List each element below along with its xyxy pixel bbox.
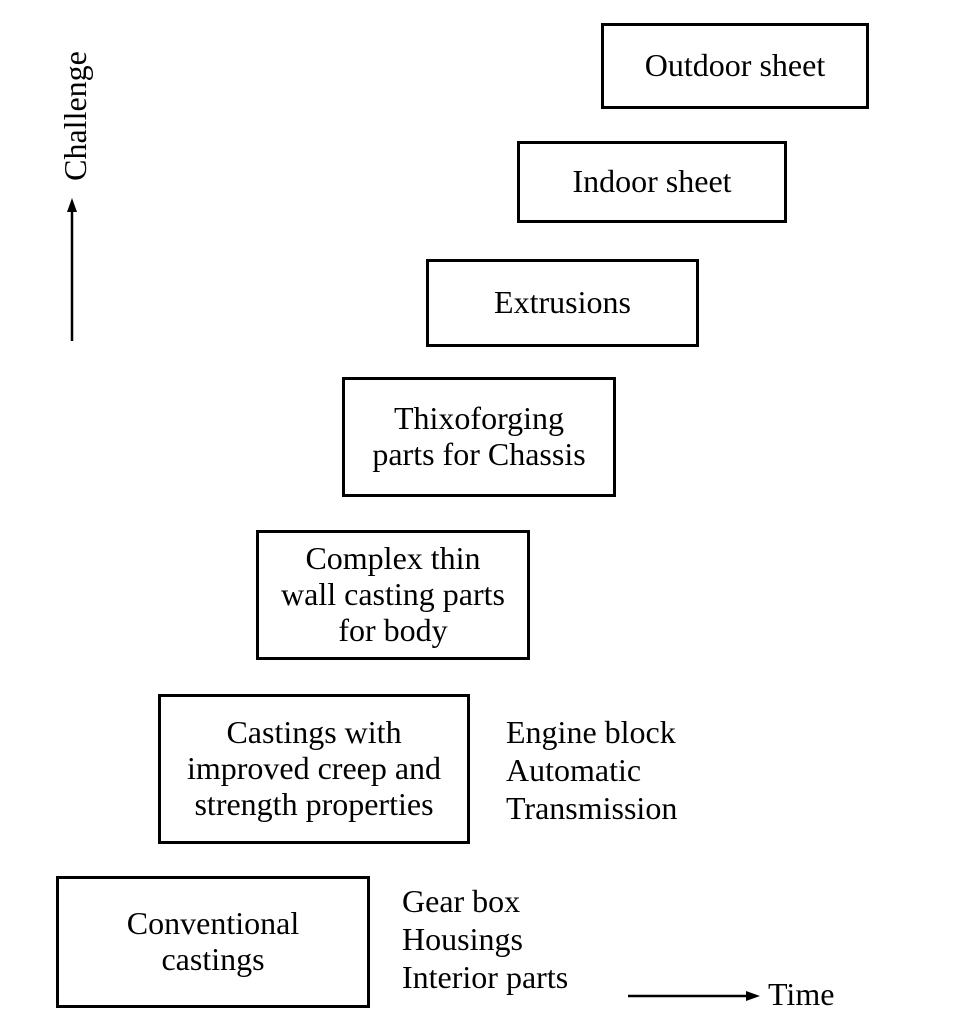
stage-label: Indoor sheet [572,163,732,200]
stage-label-line-1: Castings with [226,714,402,751]
note-line: Interior parts [402,958,569,995]
note-line: Gear box [402,883,521,919]
note-line: Transmission [506,789,678,826]
stage-box-outdoor-sheet: Outdoor sheet [601,23,869,109]
stage-box-complex-thin-wall: Complex thin wall casting parts for body [256,530,530,660]
stage-label-line-1: Conventional [126,905,300,942]
note-line: Engine block [506,714,676,750]
stage-label-line-1: Thixoforging [393,400,565,437]
note-improved-castings: Engine block Automatic Transmission [506,714,677,827]
stage-label-line-2: wall casting parts [281,576,505,613]
stage-label-line-2: parts for Chassis [372,436,586,472]
y-axis-label: Challenge [57,51,93,181]
stage-label: Outdoor sheet [644,47,826,84]
y-axis-arrow [67,198,77,341]
stage-box-thixoforging: Thixoforging parts for Chassis [342,377,616,497]
note-line: Housings [402,920,523,957]
x-axis-label: Time [768,976,835,1012]
stage-box-indoor-sheet: Indoor sheet [517,141,787,223]
stage-label-line-3: for body [338,611,448,648]
stage-label-line-1: Complex thin [305,540,481,577]
note-conventional-castings: Gear box Housings Interior parts [402,883,568,996]
note-line: Automatic [506,751,642,788]
stage-label: Extrusions [494,284,631,321]
stage-label-line-3: strength properties [194,785,434,822]
stage-box-extrusions: Extrusions [426,259,699,347]
stage-box-improved-castings: Castings with improved creep and strengt… [158,694,470,844]
x-axis-arrow [628,991,760,1001]
stage-label-line-2: castings [161,941,265,977]
stage-label-line-2: improved creep and [186,750,442,787]
stage-box-conventional-castings: Conventional castings [56,876,370,1008]
